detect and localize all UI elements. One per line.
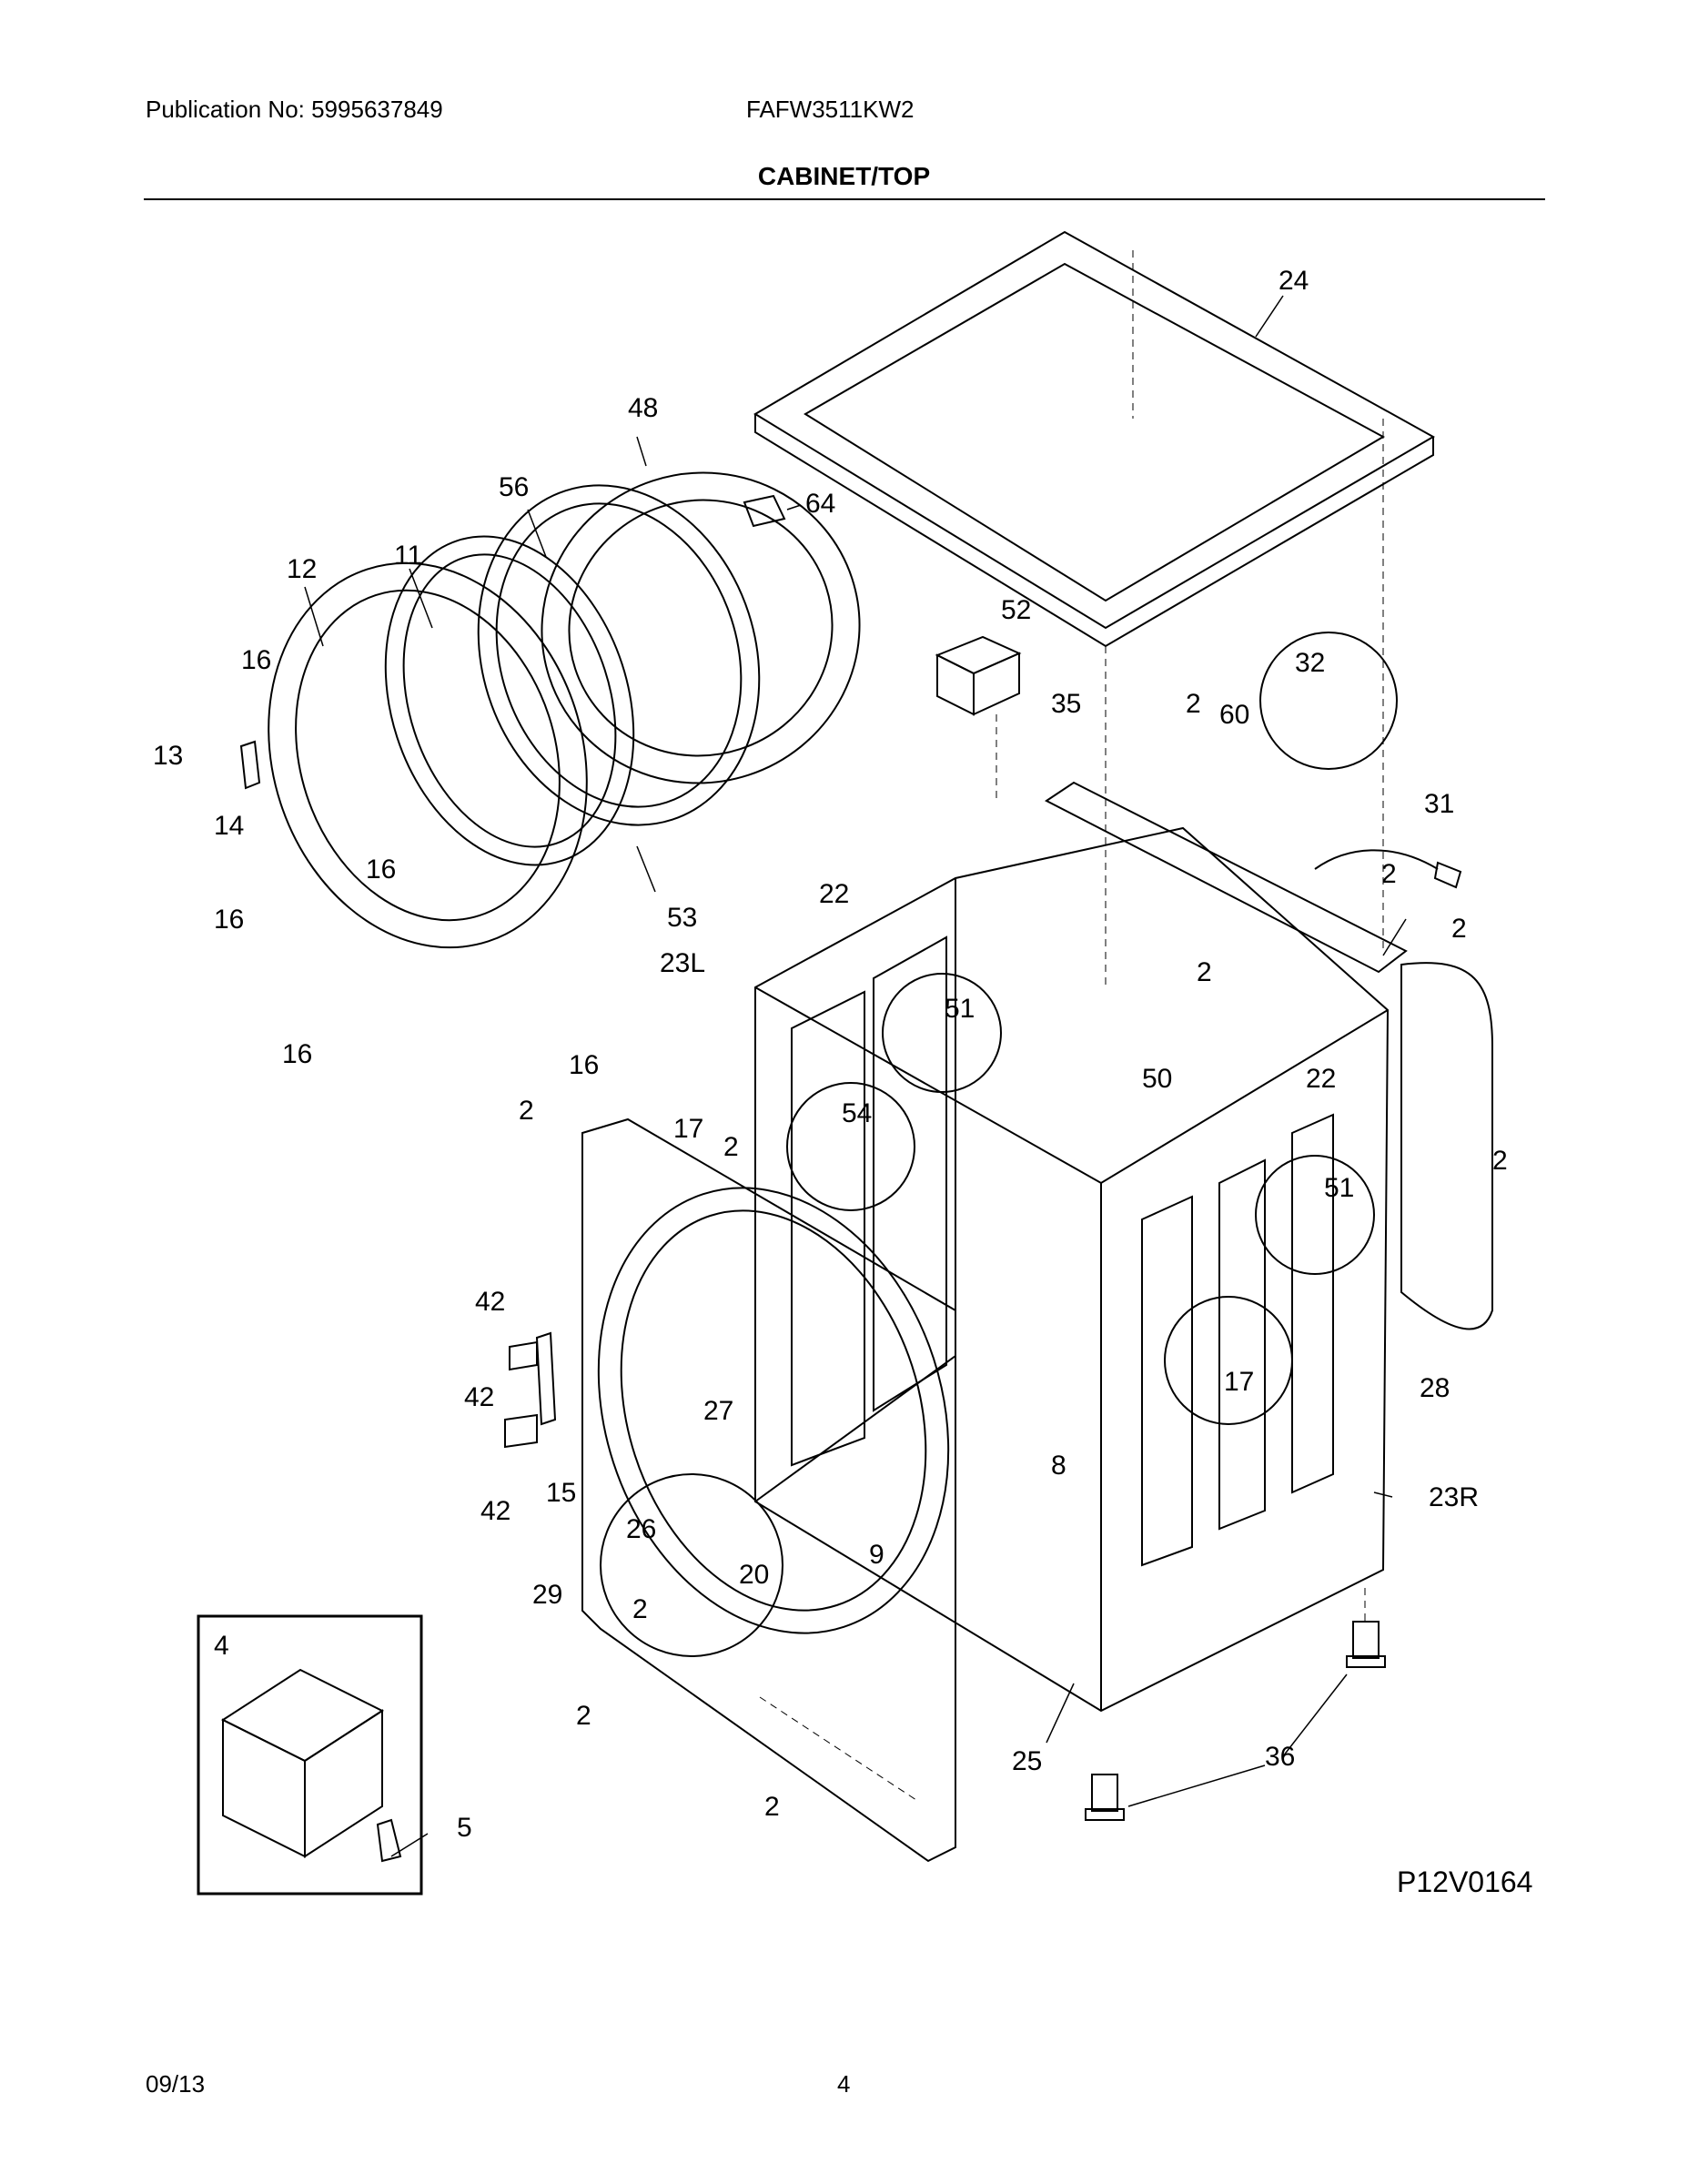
callout: 9 [869, 1540, 884, 1570]
inset-part [220, 1668, 402, 1863]
callout-labels: 24 48 64 56 12 11 16 13 14 16 16 53 16 1… [153, 266, 1508, 1843]
callout: 2 [632, 1594, 648, 1624]
model-number: FAFW3511KW2 [746, 96, 915, 123]
hinge-assembly [504, 1331, 557, 1449]
callout: 54 [842, 1098, 872, 1128]
callout: 64 [805, 489, 835, 519]
callout: 8 [1051, 1451, 1066, 1481]
callout: 16 [569, 1050, 599, 1080]
callout: 2 [723, 1132, 739, 1162]
inset-box [197, 1614, 423, 1896]
callout: 42 [464, 1382, 494, 1412]
detail-circle-20 [600, 1473, 783, 1657]
callout: 16 [241, 645, 271, 675]
footer-date: 09/13 [146, 2070, 206, 2098]
leveling-feet [1085, 1621, 1386, 1821]
callout: 29 [532, 1580, 562, 1610]
callout: 51 [1324, 1173, 1354, 1203]
callout: 12 [287, 554, 317, 584]
callout: 17 [1224, 1367, 1254, 1397]
detail-circle-17 [1164, 1296, 1293, 1425]
callout: 32 [1295, 648, 1325, 678]
callout: 28 [1420, 1373, 1450, 1403]
callout: 2 [576, 1701, 591, 1731]
callout: 2 [1186, 689, 1201, 719]
page-number: 4 [837, 2070, 851, 2098]
callout: 22 [1306, 1064, 1336, 1094]
callout: 50 [1142, 1064, 1172, 1094]
detail-circle-32 [1259, 632, 1398, 770]
callout: 53 [667, 903, 697, 933]
power-cord [1314, 849, 1462, 889]
front-panel [581, 1117, 956, 1863]
callout: 42 [480, 1496, 510, 1526]
callout: 26 [626, 1514, 656, 1544]
callout: 5 [457, 1813, 472, 1843]
header-divider [144, 198, 1545, 200]
callout: 4 [214, 1631, 229, 1661]
filter-block [935, 635, 1022, 716]
callout: 2 [1492, 1146, 1508, 1176]
detail-circle-54 [786, 1082, 915, 1211]
page-title: CABINET/TOP [757, 162, 931, 190]
callout: 16 [282, 1039, 312, 1069]
callout: 22 [819, 879, 849, 909]
callout: 24 [1279, 266, 1309, 296]
callout: 16 [214, 905, 244, 935]
callout: 13 [153, 741, 183, 771]
callout: 20 [739, 1560, 769, 1590]
callout: 51 [945, 994, 975, 1024]
callout: 2 [519, 1096, 534, 1126]
callout: 31 [1424, 789, 1454, 819]
rear-bracket [1045, 781, 1408, 974]
publication-number: Publication No: 5995637849 [146, 96, 443, 123]
top-panel [753, 230, 1436, 648]
detail-circle-51-left [882, 973, 1002, 1093]
trim-piece [743, 494, 786, 528]
side-panel [1400, 962, 1493, 1330]
callout: 36 [1265, 1742, 1295, 1772]
door-assembly [239, 471, 861, 949]
callout: 2 [1197, 957, 1212, 987]
callout: 60 [1219, 700, 1249, 730]
callout: 27 [703, 1396, 733, 1426]
leader-lines [304, 295, 1407, 1857]
callout: 56 [499, 472, 529, 502]
callout: 23R [1429, 1482, 1479, 1512]
callout: 2 [1381, 859, 1397, 889]
callout: 23L [660, 948, 705, 978]
callout: 11 [394, 541, 422, 571]
diagram-code: P12V0164 [1397, 1866, 1533, 1898]
callout: 15 [546, 1478, 576, 1508]
cabinet-body [754, 826, 1390, 1713]
callout: 42 [475, 1287, 505, 1317]
callout: 2 [764, 1792, 780, 1822]
callout: 25 [1012, 1746, 1042, 1776]
alignment-lines [759, 250, 1384, 1803]
callout: 2 [1451, 914, 1467, 944]
callout: 16 [366, 854, 396, 885]
callout: 35 [1051, 689, 1081, 719]
callout: 17 [673, 1114, 703, 1144]
detail-circle-51-right [1255, 1155, 1375, 1275]
callout: 48 [628, 393, 658, 423]
callout: 14 [214, 811, 244, 841]
callout: 52 [1001, 595, 1031, 625]
